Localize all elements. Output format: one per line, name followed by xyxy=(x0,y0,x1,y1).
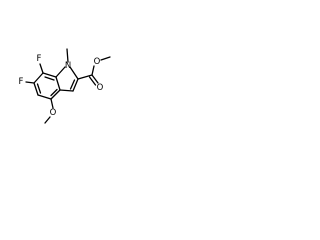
double-bond-c6-c5 xyxy=(36,83,42,94)
atom-label-oxygen-carbonyl: O xyxy=(97,83,104,93)
bond-c7-f xyxy=(39,63,44,74)
bond-carbonyl-c-o-single xyxy=(91,65,95,76)
bond-c7-c6 xyxy=(33,72,44,84)
double-bond-c7a-c7 xyxy=(44,76,55,81)
bond-o-methoxy-methyl xyxy=(44,116,51,124)
substituent-bonds xyxy=(25,48,111,124)
molecule-structure-diagram: F F N O O O xyxy=(19,48,111,124)
atom-label-fluorine-left: F xyxy=(19,77,24,87)
double-bond-c4-c3a xyxy=(50,88,58,97)
bond-carbonyl-c-o-double-b xyxy=(88,76,97,86)
bond-n1-methyl xyxy=(66,48,69,63)
bond-c7a-c7 xyxy=(42,72,57,78)
bond-o-single-methyl xyxy=(100,56,111,61)
bond-c6-c5 xyxy=(33,82,39,96)
bond-c5-c4 xyxy=(37,94,52,100)
bond-c4-c3a xyxy=(50,89,61,100)
benzene-ring xyxy=(33,72,61,100)
atom-label-nitrogen: N xyxy=(65,61,71,71)
bond-c7a-n1 xyxy=(55,66,66,78)
pyrrole-ring xyxy=(55,66,79,92)
atom-label-oxygen-methoxy: O xyxy=(50,108,57,118)
atom-label-fluorine-top: F xyxy=(37,54,42,64)
bond-c2-c3 xyxy=(72,78,79,92)
bond-c2-carbonyl-carbon xyxy=(77,74,93,80)
bond-c3a-c7a xyxy=(55,76,61,91)
atom-label-oxygen-ester: O xyxy=(94,57,101,67)
bond-carbonyl-c-o-double-a xyxy=(91,74,99,84)
bond-c3-c3a xyxy=(59,89,74,92)
atom-labels: F F N O O O xyxy=(19,54,104,118)
bond-c6-f xyxy=(25,81,35,84)
bond-n1-c2 xyxy=(69,66,79,80)
double-bond-c2-c3 xyxy=(69,79,76,90)
bond-c4-o-methoxy xyxy=(50,98,54,109)
